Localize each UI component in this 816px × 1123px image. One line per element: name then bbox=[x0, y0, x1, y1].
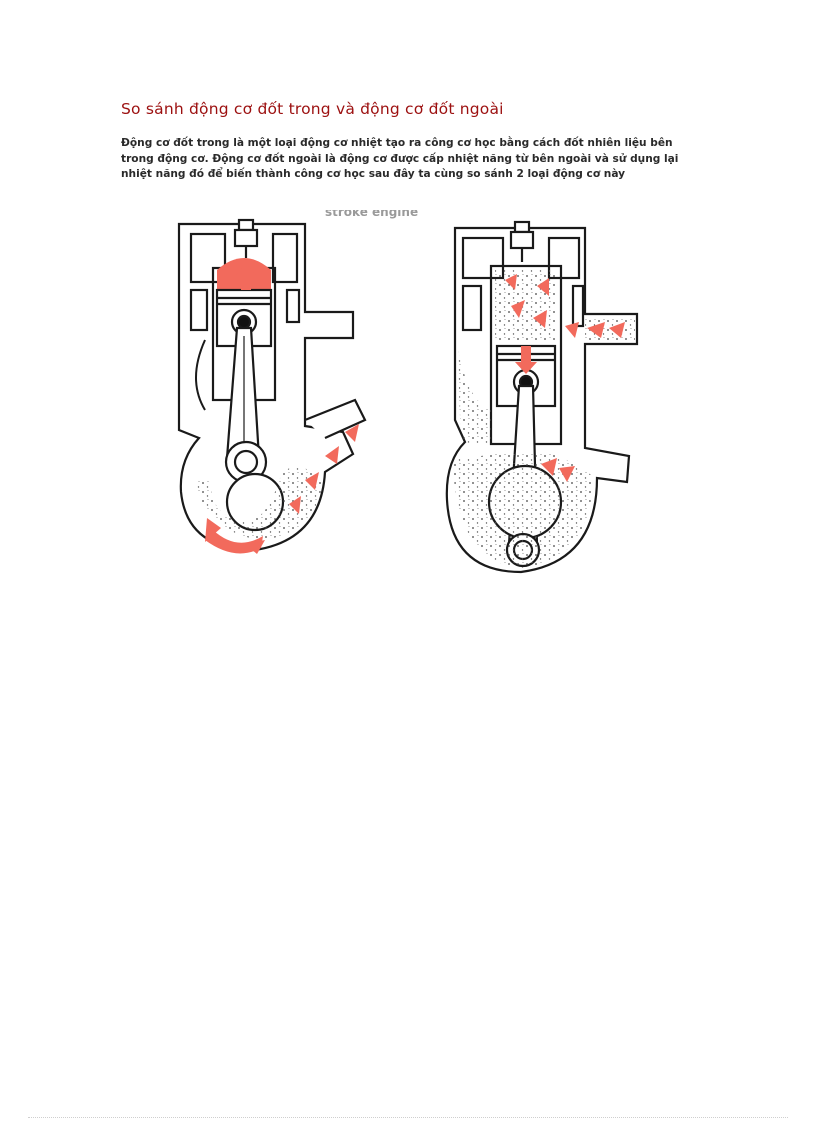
intro-paragraph: Động cơ đốt trong là một loại động cơ nh… bbox=[121, 137, 679, 180]
right-engine-diagram bbox=[445, 220, 639, 574]
right-flow-arrows bbox=[505, 274, 625, 482]
left-flow-arrows bbox=[205, 264, 359, 554]
left-engine-diagram bbox=[177, 218, 367, 552]
page-bottom-rule bbox=[28, 1117, 788, 1118]
page-title: So sánh động cơ đốt trong và động cơ đốt… bbox=[121, 100, 504, 118]
engine-comparison-figure: stroke engine bbox=[165, 210, 647, 578]
figure-caption: stroke engine bbox=[325, 210, 418, 219]
